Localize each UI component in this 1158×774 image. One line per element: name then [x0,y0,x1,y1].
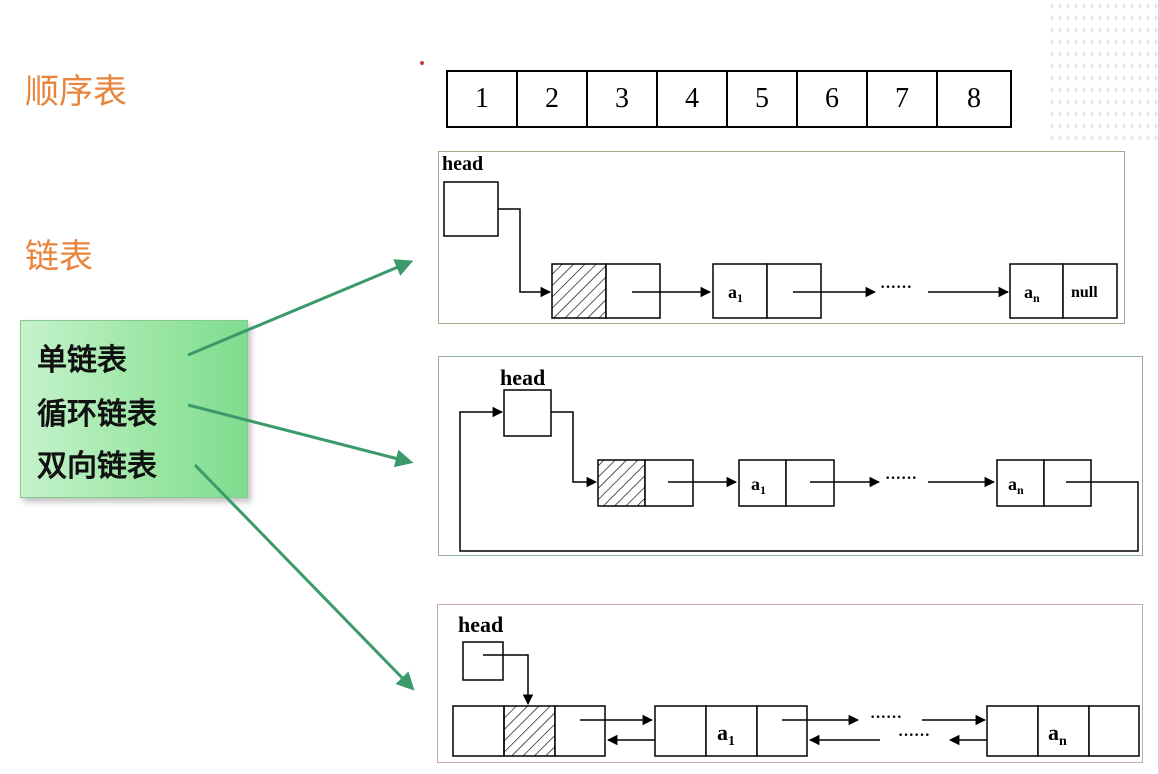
header-node-prev [452,705,505,757]
doubly-linked-list-label: 双向链表 [37,449,157,484]
ellipsis: ······ [898,727,930,744]
red-dot-mark [420,61,424,65]
ellipsis: ······ [885,470,917,487]
array-cell: 6 [798,72,868,126]
doubly-linked-list: head a1 ······ ······ an [452,612,1140,757]
array-cell: 1 [448,72,518,126]
node-label-a1: a1 [751,474,766,497]
list-type-box: 单链表 循环链表 双向链表 [20,320,248,498]
background-dot-pattern [1048,0,1158,140]
header-node-next [605,263,661,319]
array-cell: 8 [967,83,981,114]
node-a1-next [785,459,835,507]
node-a1-data [705,705,758,757]
array-cell: 4 [658,72,728,126]
header-node-data [503,705,556,757]
head-label: head [458,612,503,637]
head-node [462,641,504,681]
singly-linked-list-label: 单链表 [37,343,127,378]
node-label-an: an [1008,474,1024,497]
ellipsis: ······ [870,709,902,726]
node-label-a1: a1 [717,720,735,749]
node-a1-next [756,705,808,757]
singly-linked-list: head a1 ······ an null [442,153,1118,319]
arrow-to-singly-list [187,259,414,357]
node-a1-data [712,263,768,319]
node-an-next [1088,705,1140,757]
circular-linked-list-label: 循环链表 [37,397,157,432]
head-pointer [498,208,552,298]
array-cell: 5 [728,72,798,126]
head-node [503,389,552,437]
header-node-data [551,263,607,319]
header-node-next [554,705,606,757]
head-pointer [483,654,534,706]
circular-return-pointer [459,406,1139,552]
node-an-data [1009,263,1064,319]
green-arrows [187,259,415,691]
node-a1-next [766,263,822,319]
array-cell: 2 [518,72,588,126]
head-label: head [442,153,483,175]
head-node [443,181,499,237]
linked-list-title: 链表 [25,237,93,277]
node-label-a1: a1 [728,282,743,305]
arrow-to-doubly-list [193,463,415,691]
sequential-array: 1 2 3 4 5 6 7 8 [446,70,1012,128]
arrow-to-circular-list [187,403,414,468]
doubly-linked-list-panel [437,604,1143,763]
header-node-data [597,459,646,507]
header-node-next [644,459,694,507]
sequential-list-title: 顺序表 [25,72,127,112]
array-cell: 3 [588,72,658,126]
array-cell: 7 [868,72,938,126]
head-label: head [500,365,545,390]
circular-linked-list: head a1 ······ an [459,365,1139,552]
node-label-an: an [1024,282,1040,305]
node-a1-prev [654,705,707,757]
null-label: null [1071,284,1098,301]
circular-linked-list-panel [438,356,1143,556]
ellipsis: ······ [880,279,912,296]
singly-linked-list-panel [438,151,1125,324]
node-label-an: an [1048,720,1067,749]
node-an-next [1062,263,1118,319]
node-an-next [1043,459,1092,507]
node-an-prev [986,705,1039,757]
head-pointer [551,411,598,488]
